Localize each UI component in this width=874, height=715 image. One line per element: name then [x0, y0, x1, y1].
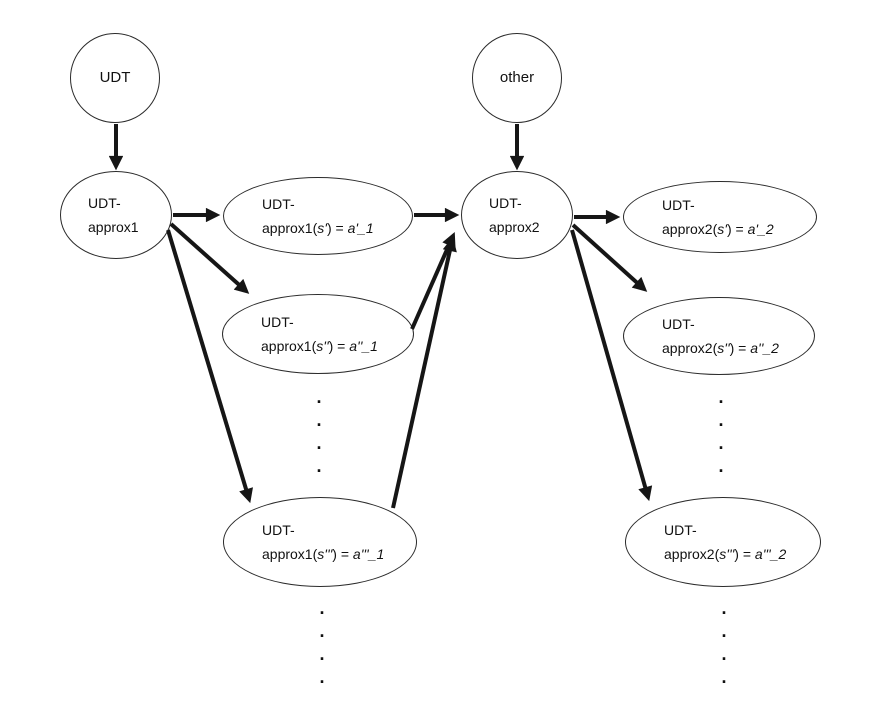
- node-udt-approx1-stripleprime: UDT- approx1(s''') = a'''_1: [223, 497, 417, 587]
- node-udt-approx2-sprime: UDT- approx2(s') = a'_2: [623, 181, 817, 253]
- label-line2: approx2(s'') = a''_2: [662, 336, 814, 360]
- label-math: a'''_2: [754, 546, 787, 562]
- label-math: a''_2: [750, 340, 779, 356]
- label-math: a'_2: [747, 221, 774, 237]
- label-line2: approx2(s''') = a'''_2: [664, 542, 820, 566]
- label-text: ) =: [328, 338, 350, 354]
- dot: .: [319, 667, 325, 687]
- label-line1: UDT-: [261, 314, 294, 330]
- label-line1: UDT-: [88, 195, 121, 211]
- node-label: UDT- approx1(s') = a'_1: [224, 192, 412, 240]
- label-line1: UDT-: [262, 522, 295, 538]
- label-text: ) =: [326, 220, 348, 236]
- label-text: approx2(: [664, 546, 720, 562]
- label-math: s'': [316, 338, 329, 354]
- label-text: approx2(: [662, 340, 718, 356]
- label-line2: approx1(s') = a'_1: [262, 216, 412, 240]
- dot: .: [316, 410, 322, 430]
- arrow-sdoubleprime1-to-udt-approx2: [410, 232, 456, 330]
- node-udt-approx1-sdoubleprime: UDT- approx1(s'') = a''_1: [222, 294, 414, 374]
- node-other: other: [472, 33, 562, 123]
- vertical-ellipsis: . . . .: [316, 597, 328, 689]
- label-math: a''_1: [349, 338, 378, 354]
- node-udt-label: UDT: [99, 69, 131, 86]
- node-label: UDT- approx1(s''') = a'''_1: [224, 518, 416, 566]
- node-label: UDT- approx1(s'') = a''_1: [223, 310, 413, 358]
- vertical-ellipsis: . . . .: [715, 386, 727, 478]
- arrow-udt-approx2-to-stripleprime: [570, 229, 653, 502]
- dot: .: [718, 433, 724, 453]
- vertical-ellipsis: . . . .: [718, 597, 730, 689]
- node-other-label: other: [499, 69, 535, 86]
- label-math: s'': [717, 340, 730, 356]
- label-line2: approx1: [88, 219, 139, 235]
- dot: .: [319, 644, 325, 664]
- node-udt-approx2-stripleprime: UDT- approx2(s''') = a'''_2: [625, 497, 821, 587]
- label-line2: approx2: [489, 219, 540, 235]
- label-line1: UDT-: [662, 316, 695, 332]
- node-udt-approx1: UDT- approx1: [60, 171, 172, 259]
- label-line2: approx2(s') = a'_2: [662, 217, 816, 241]
- node-label: UDT- approx2(s') = a'_2: [624, 193, 816, 241]
- label-text: approx1(: [262, 546, 318, 562]
- dot: .: [316, 433, 322, 453]
- arrow-stripleprime1-to-udt-approx2: [391, 236, 457, 509]
- label-line1: UDT-: [489, 195, 522, 211]
- label-math: a'''_1: [352, 546, 385, 562]
- dot: .: [316, 456, 322, 476]
- dot: .: [718, 410, 724, 430]
- node-udt-approx1-label: UDT- approx1: [61, 191, 171, 239]
- dot: .: [316, 387, 322, 407]
- dot: .: [721, 667, 727, 687]
- node-udt-approx2-sdoubleprime: UDT- approx2(s'') = a''_2: [623, 297, 815, 375]
- label-math: s''': [719, 546, 735, 562]
- label-math: s': [317, 220, 327, 236]
- arrow-udt-approx1-to-stripleprime: [166, 229, 253, 504]
- dot: .: [319, 621, 325, 641]
- label-line2: approx1(s''') = a'''_1: [262, 542, 416, 566]
- label-line1: UDT-: [262, 196, 295, 212]
- label-text: ) =: [729, 340, 751, 356]
- label-math: a'_1: [347, 220, 374, 236]
- dot: .: [721, 598, 727, 618]
- node-udt-approx2-label: UDT- approx2: [462, 191, 572, 239]
- node-udt-approx2: UDT- approx2: [461, 171, 573, 259]
- vertical-ellipsis: . . . .: [313, 386, 325, 478]
- dot: .: [721, 621, 727, 641]
- label-math: s': [717, 221, 727, 237]
- label-text: approx1(: [261, 338, 317, 354]
- label-line1: UDT-: [662, 197, 695, 213]
- node-udt: UDT: [70, 33, 160, 123]
- node-label: UDT- approx2(s'') = a''_2: [624, 312, 814, 360]
- label-math: s''': [317, 546, 333, 562]
- node-udt-approx1-sprime: UDT- approx1(s') = a'_1: [223, 177, 413, 255]
- label-line1: UDT-: [664, 522, 697, 538]
- label-text: approx1(: [262, 220, 318, 236]
- dot: .: [721, 644, 727, 664]
- label-text: ) =: [726, 221, 748, 237]
- label-text: approx2(: [662, 221, 718, 237]
- dot: .: [718, 387, 724, 407]
- label-text: ) =: [734, 546, 755, 562]
- node-label: UDT- approx2(s''') = a'''_2: [626, 518, 820, 566]
- dot: .: [718, 456, 724, 476]
- dot: .: [319, 598, 325, 618]
- label-text: ) =: [332, 546, 353, 562]
- label-line2: approx1(s'') = a''_1: [261, 334, 413, 358]
